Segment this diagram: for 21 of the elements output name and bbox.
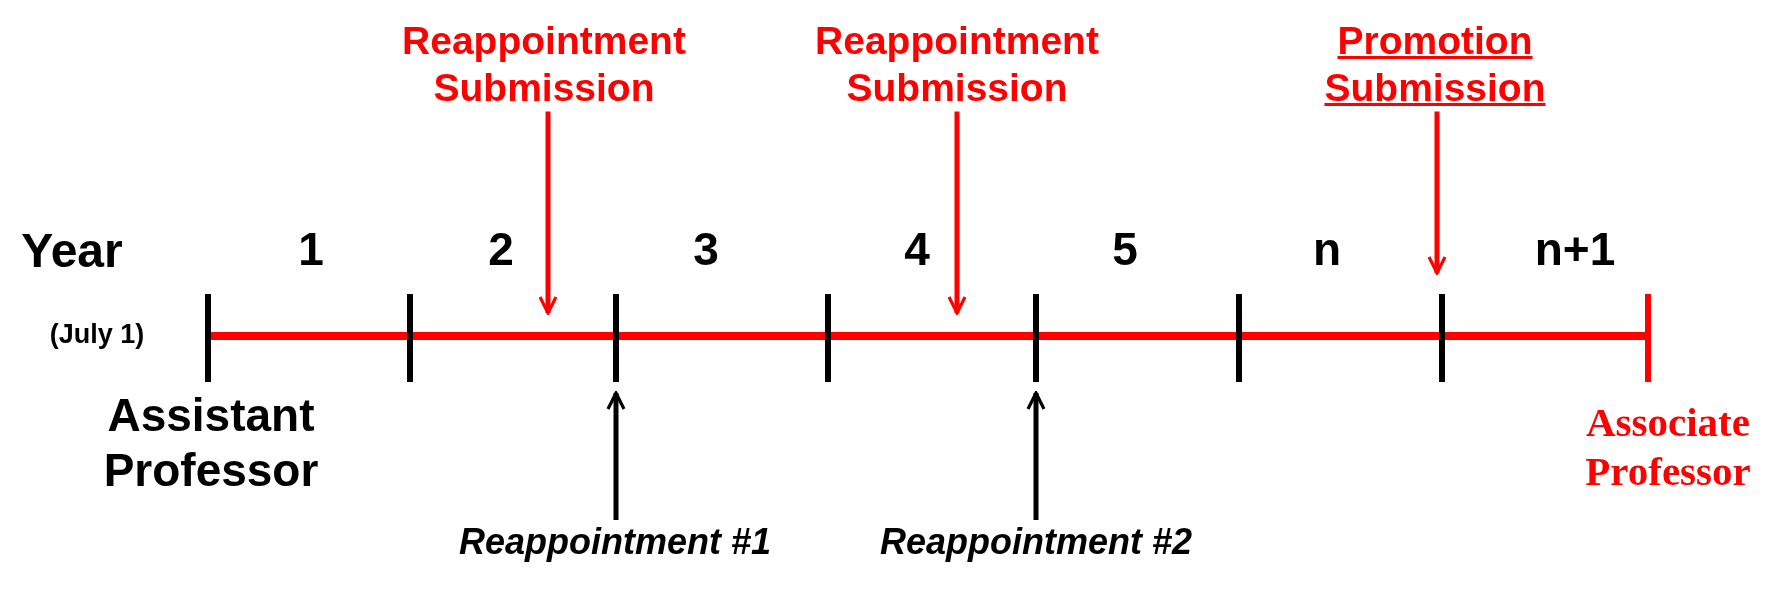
axis-title: Year [20,223,124,279]
year-number: 1 [297,222,325,277]
arrow [1026,391,1046,520]
milestone-label: Reappointment #2 [876,520,1196,564]
year-number: n+1 [1533,222,1617,277]
year-number: 4 [903,222,931,277]
year-number: 2 [487,222,515,277]
arrow [606,391,626,520]
milestone-label: Reappointment Submission [379,18,709,112]
milestone-label: Reappointment Submission [792,18,1122,112]
end-rank-label: Associate Professor [1584,398,1752,497]
arrow [538,111,558,315]
year-number: n [1311,222,1343,277]
milestone-label: Reappointment #1 [455,520,775,564]
year-number: 3 [692,222,720,277]
date-note: (July 1) [48,318,146,351]
arrow [947,111,967,315]
milestone-label: Promotion Submission [1285,18,1585,112]
arrow [1427,111,1447,275]
year-number: 5 [1111,222,1139,277]
start-rank-label: Assistant Professor [102,388,320,499]
